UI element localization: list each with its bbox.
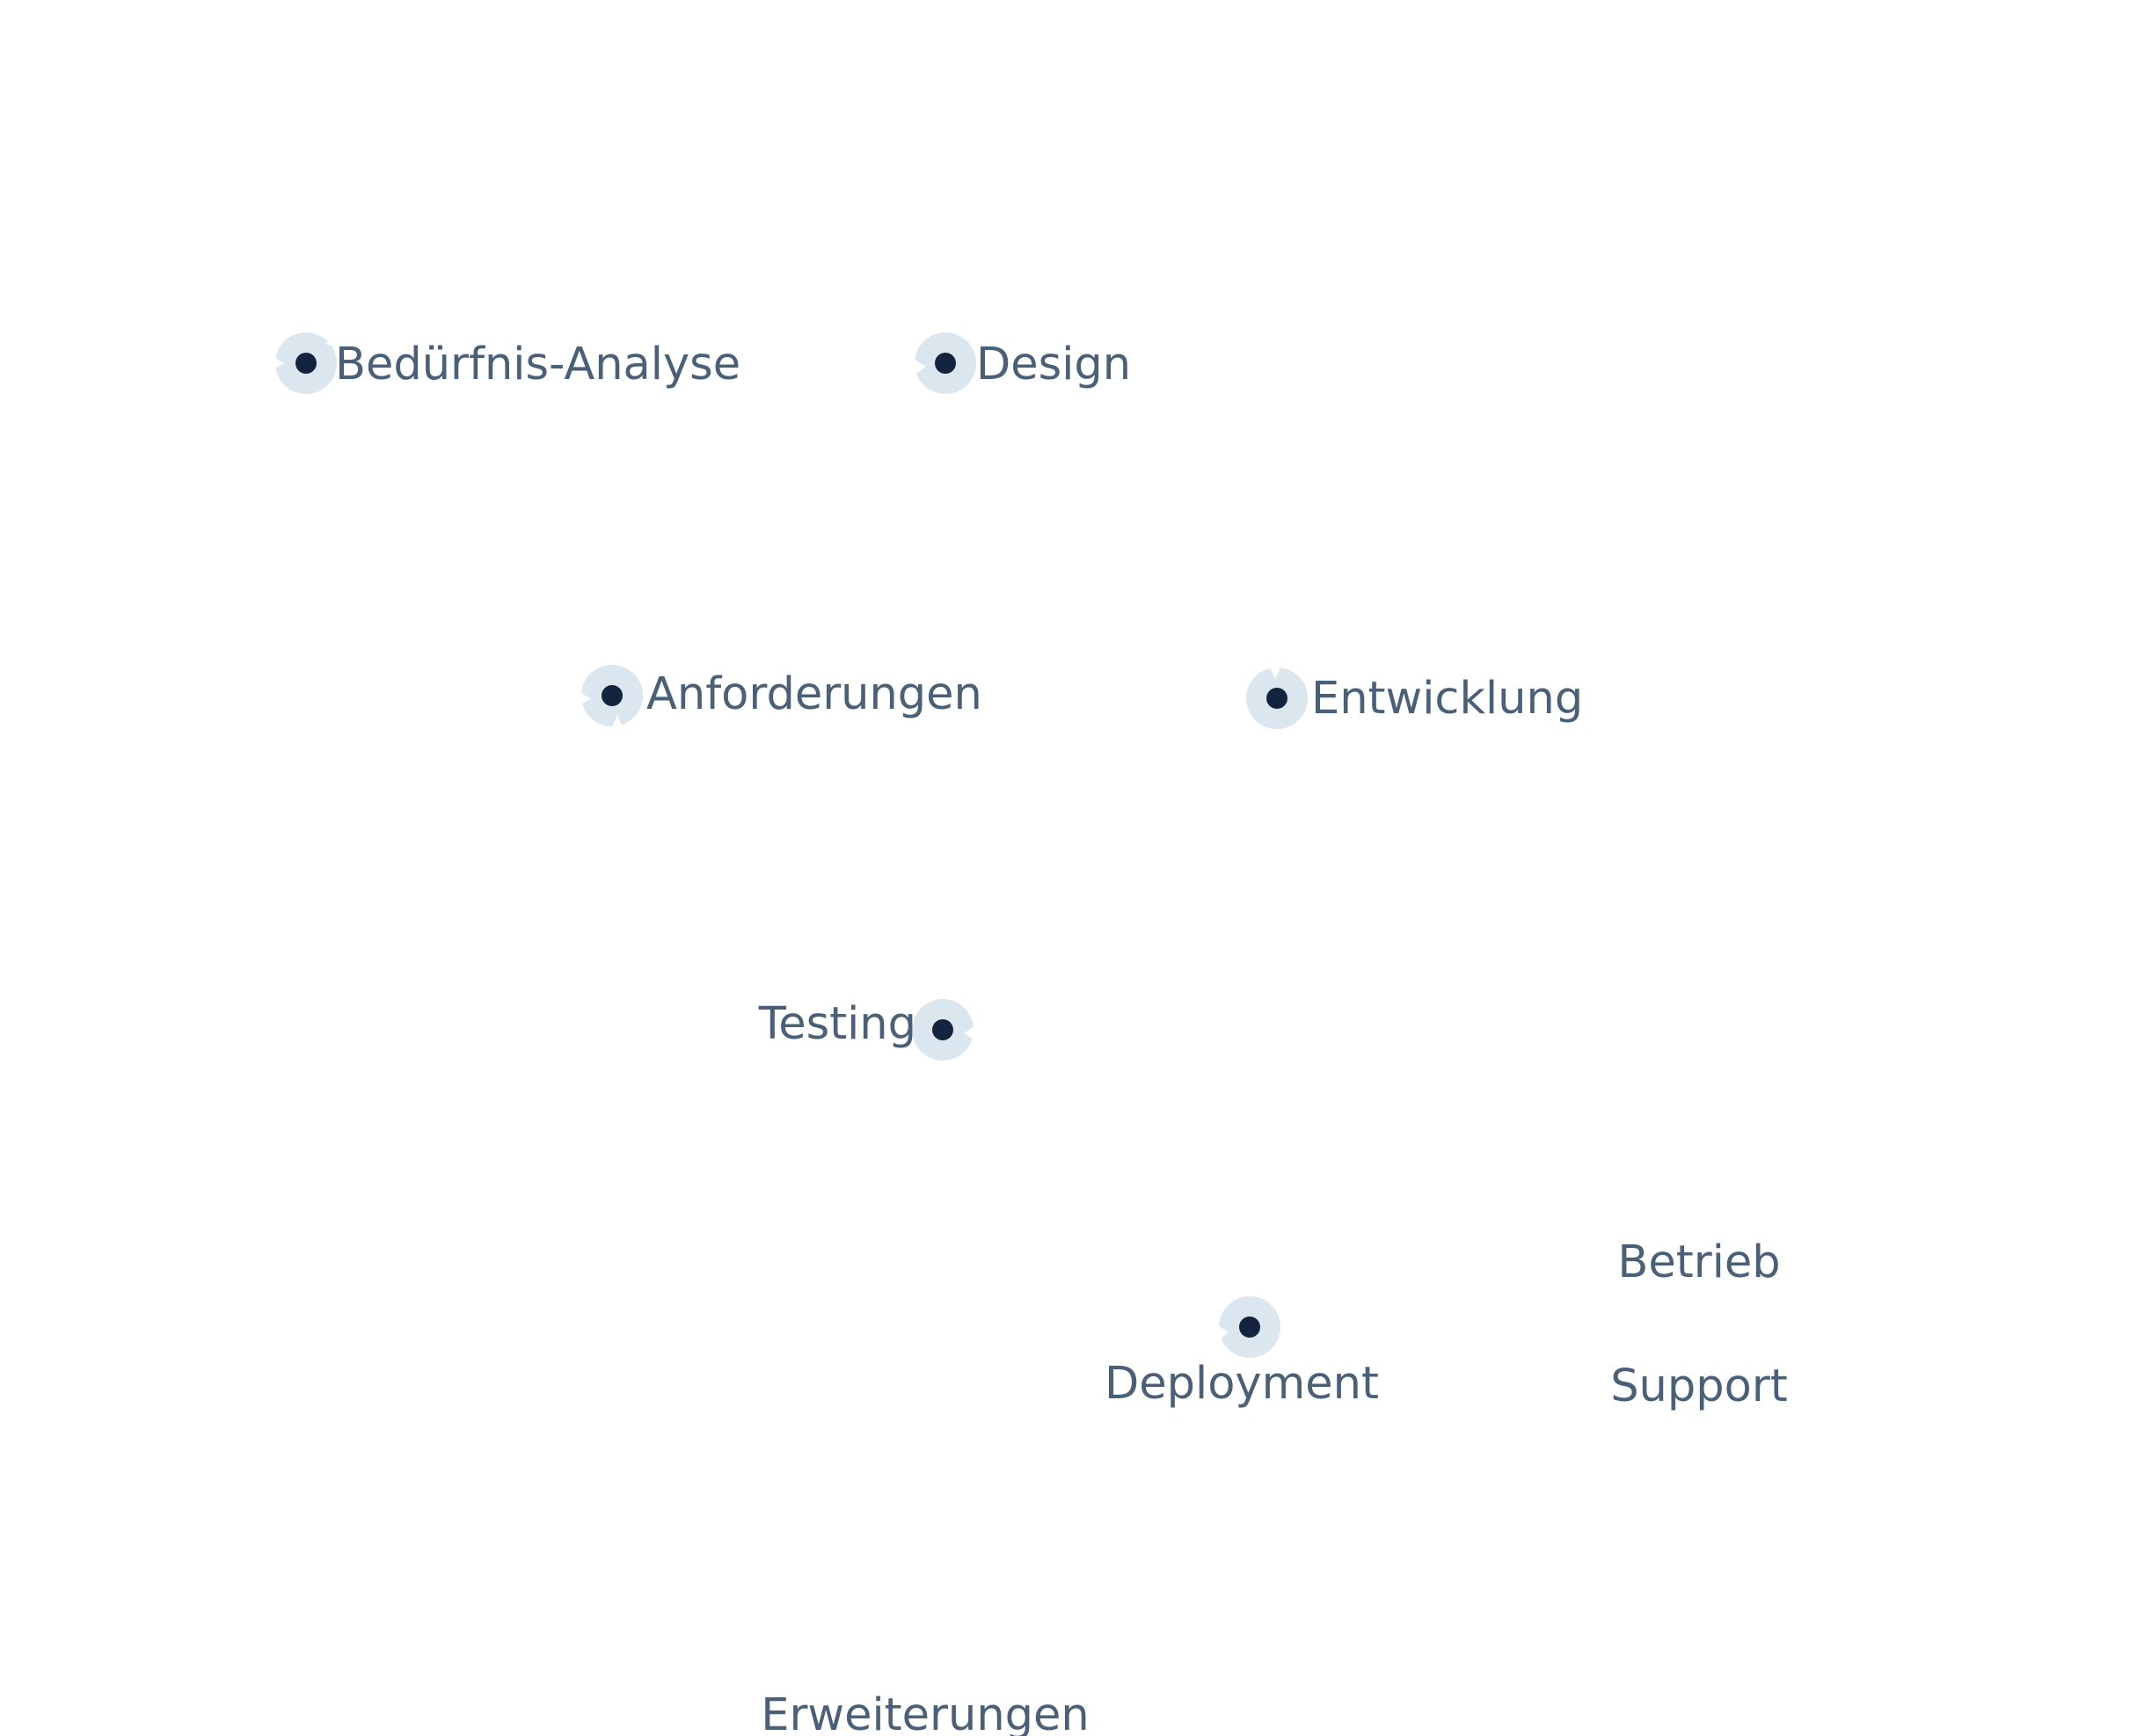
dot-icon bbox=[580, 665, 643, 727]
stage-deployment: Deployment bbox=[1105, 1296, 1379, 1410]
stage-label: Testing bbox=[758, 998, 916, 1050]
stage-betrieb: Betrieb bbox=[1617, 1236, 1780, 1288]
stage-label: Betrieb bbox=[1617, 1236, 1780, 1288]
stage-label: Support bbox=[1610, 1360, 1788, 1412]
stage-design: Design bbox=[914, 332, 1131, 394]
dot-icon bbox=[1218, 1296, 1280, 1358]
stage-support: Support bbox=[1610, 1360, 1788, 1412]
stage-testing: Testing bbox=[758, 998, 974, 1061]
stage-label: Anforderungen bbox=[646, 668, 982, 720]
dot-icon bbox=[914, 332, 976, 394]
stage-label: Entwicklung bbox=[1311, 673, 1583, 725]
stage-label: Bedürfnis-Analyse bbox=[335, 339, 740, 390]
stage-anforderungen: Anforderungen bbox=[580, 665, 982, 727]
stage-label: Design bbox=[976, 339, 1131, 390]
stage-erweiterungen: Erweiterungen bbox=[761, 1689, 1090, 1736]
stage-entwicklung: Entwicklung bbox=[1246, 667, 1583, 729]
stage-beduerfnis-analyse: Bedürfnis-Analyse bbox=[274, 332, 740, 394]
stage-label: Erweiterungen bbox=[761, 1689, 1090, 1736]
stage-label: Deployment bbox=[1105, 1358, 1379, 1410]
dot-icon bbox=[1246, 667, 1308, 729]
dot-icon bbox=[912, 999, 974, 1061]
dot-icon bbox=[274, 332, 337, 394]
